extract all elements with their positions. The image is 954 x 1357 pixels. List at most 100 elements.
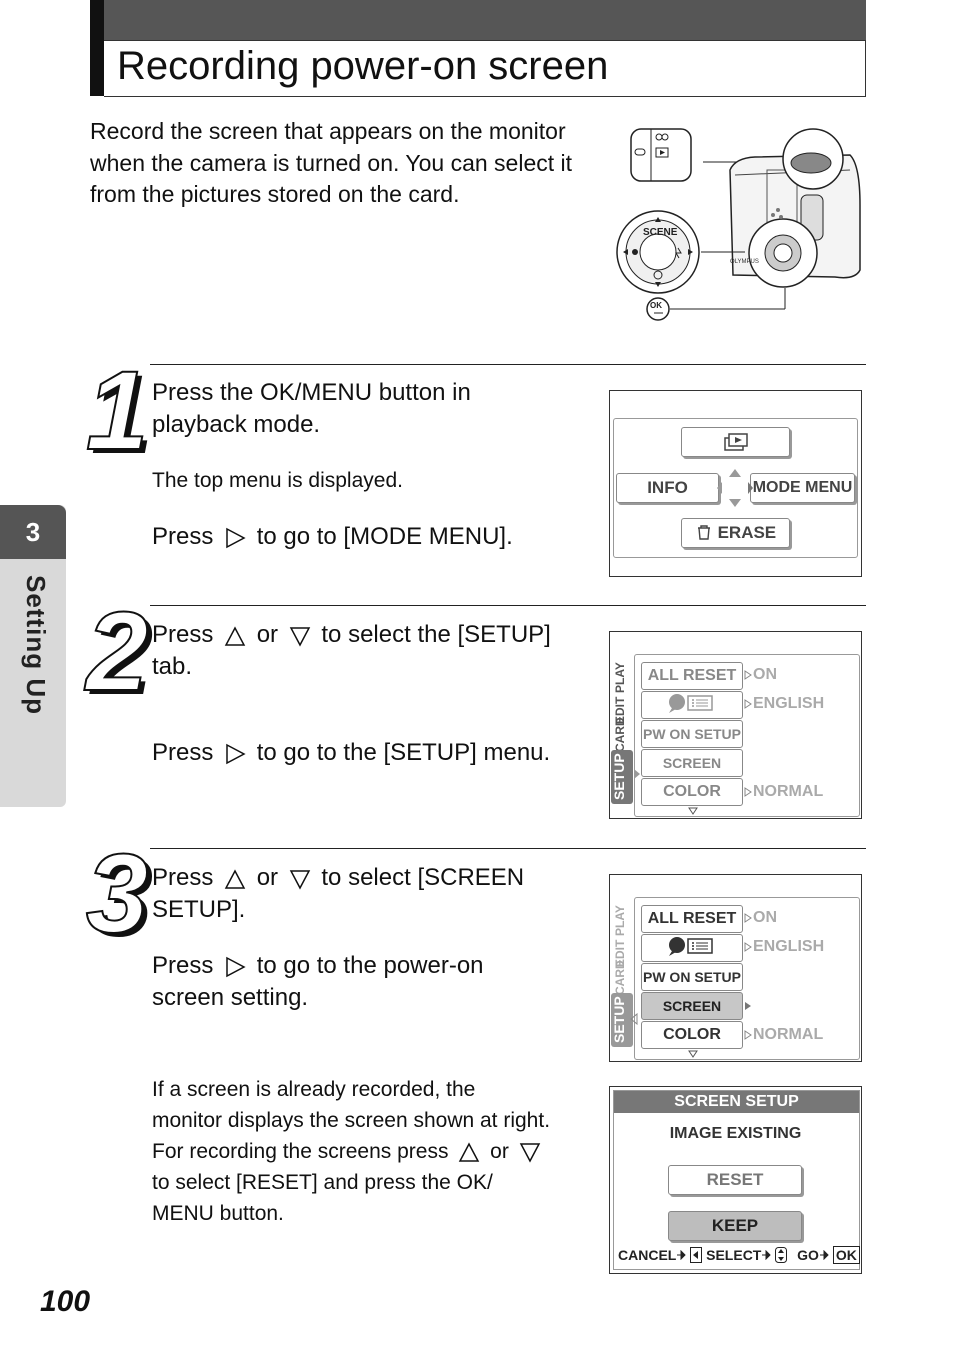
arrow-right-icon	[762, 1249, 772, 1261]
menu-item-language[interactable]	[641, 691, 743, 719]
note-line: monitor displays the screen shown at rig…	[152, 1109, 551, 1132]
menu-item-pw-on-setup[interactable]: PW ON SETUP	[641, 720, 743, 748]
chapter-number: 3	[0, 505, 66, 559]
step-select: Press or to select [SCREEN SETUP].	[152, 862, 524, 925]
down-arrow-icon	[519, 1143, 540, 1164]
note-line: If a screen is already recorded, the	[152, 1078, 476, 1101]
note-line: MENU button.	[152, 1202, 284, 1225]
menu-item-color[interactable]: COLOR	[641, 1021, 743, 1049]
screen-subtitle: IMAGE EXISTING	[669, 1125, 802, 1142]
tab-setup[interactable]: SETUP	[611, 750, 633, 804]
step-note: If a screen is already recorded, the mon…	[152, 1074, 592, 1229]
step-press: Press to go to [MODE MENU].	[152, 521, 513, 553]
tab-play[interactable]: PLAY	[613, 662, 627, 694]
value-arrow-icon	[744, 942, 752, 952]
note-line: For recording the screens press	[152, 1140, 449, 1163]
step-divider	[150, 605, 866, 606]
step-press: Press to go to the [SETUP] menu.	[152, 737, 550, 769]
press-text: to go to the [SETUP] menu.	[256, 739, 551, 766]
instruction-line: Press the OK/MENU button in	[152, 379, 471, 406]
value-arrow-icon	[744, 670, 752, 680]
keep-button[interactable]: KEEP	[668, 1211, 802, 1241]
instruction-line: playback mode.	[152, 410, 321, 438]
step-instruction: Press the OK/MENU button in playback mod…	[152, 377, 471, 440]
value-arrow-icon	[744, 787, 752, 797]
menu-item-screen-setup[interactable]: SCREEN SETUP	[641, 749, 743, 797]
select-label: SELECT	[706, 1247, 762, 1263]
press-text: screen setting.	[152, 983, 309, 1011]
header-accent-bar	[90, 0, 104, 96]
camera-illustration: OLYMPUS SCENE OK	[616, 128, 861, 321]
svg-text:OLYMPUS: OLYMPUS	[730, 259, 759, 265]
erase-label: ERASE	[717, 523, 777, 542]
page-number: 100	[40, 1285, 91, 1318]
screen-frame	[613, 418, 858, 558]
screen-footer: CANCEL SELECT GO OK	[618, 1246, 860, 1267]
press-text: to go to the power-on	[256, 952, 484, 979]
tab-arrow-icon	[630, 1013, 638, 1025]
step-note: The top menu is displayed.	[152, 469, 403, 492]
value-arrow-icon	[744, 1030, 752, 1040]
step-press: Press to go to the power-on screen setti…	[152, 950, 484, 1013]
screen-frame	[634, 654, 860, 817]
tab-card[interactable]: CARD	[613, 717, 627, 752]
step-number: 2	[85, 589, 149, 714]
menu-item-all-reset[interactable]: ALL RESET	[641, 662, 743, 690]
note-line: or	[490, 1140, 509, 1163]
value-all-reset: ON	[753, 666, 777, 683]
language-icon	[669, 937, 713, 956]
svg-text:OK: OK	[650, 301, 662, 310]
press-text: Press	[152, 739, 214, 766]
screen-top-menu: INFO MODE MENU ERASE	[609, 390, 862, 577]
header-title-box	[104, 40, 866, 97]
step-number: 1	[85, 348, 149, 473]
scroll-down-icon	[688, 1050, 698, 1058]
mode-menu-button[interactable]: MODE MENU	[750, 473, 855, 503]
mode-switch-icon	[630, 128, 692, 182]
select-text: to select the [SETUP]	[321, 621, 551, 648]
right-arrow-icon	[226, 743, 246, 764]
tab-card[interactable]: CARD	[613, 960, 627, 995]
ok-button-icon: OK	[646, 297, 670, 321]
info-button[interactable]: INFO	[616, 473, 719, 503]
screen-frame	[613, 1090, 860, 1270]
select-text: or	[256, 621, 279, 648]
scroll-down-icon	[688, 807, 698, 815]
menu-item-screen-setup[interactable]: SCREEN SETUP	[641, 992, 743, 1040]
value-arrow-icon	[744, 913, 752, 923]
press-text: to go to [MODE MENU].	[256, 523, 513, 550]
select-text: or	[256, 864, 279, 891]
value-arrow-icon	[744, 699, 752, 709]
ok-key-label: OK	[832, 1246, 860, 1264]
select-text: tab.	[152, 652, 193, 680]
menu-item-all-reset[interactable]: ALL RESET	[641, 905, 743, 933]
reset-button[interactable]: RESET	[668, 1165, 802, 1195]
chapter-label: Setting Up	[21, 575, 51, 715]
arrow-right-icon	[819, 1249, 829, 1261]
value-all-reset: ON	[753, 909, 777, 926]
right-arrow-icon	[226, 527, 246, 548]
arrow-pad-icon	[717, 469, 753, 507]
language-icon	[669, 694, 713, 713]
select-text: Press	[152, 864, 214, 891]
camera-body-icon: OLYMPUS	[729, 128, 861, 288]
menu-item-pw-on-setup[interactable]: PW ON SETUP	[641, 963, 743, 991]
select-text: Press	[152, 621, 214, 648]
left-key-icon	[690, 1247, 703, 1263]
tab-play[interactable]: PLAY	[613, 905, 627, 937]
arrow-right-icon	[677, 1249, 687, 1261]
playback-button[interactable]	[681, 427, 790, 457]
value-color: NORMAL	[753, 1026, 824, 1043]
step-divider	[150, 848, 866, 849]
page-title: Recording power-on screen	[117, 44, 609, 88]
value-language: ENGLISH	[753, 695, 825, 712]
down-arrow-icon	[289, 869, 310, 890]
erase-button[interactable]: ERASE	[681, 518, 790, 548]
step-number: 3	[85, 831, 149, 956]
menu-item-language[interactable]	[641, 934, 743, 962]
press-text: Press	[152, 523, 214, 550]
up-arrow-icon	[224, 869, 246, 889]
intro-line: when the camera is turned on. You can se…	[90, 149, 573, 176]
arrow-pad-icon: SCENE	[616, 210, 700, 294]
menu-item-color[interactable]: COLOR	[641, 778, 743, 806]
